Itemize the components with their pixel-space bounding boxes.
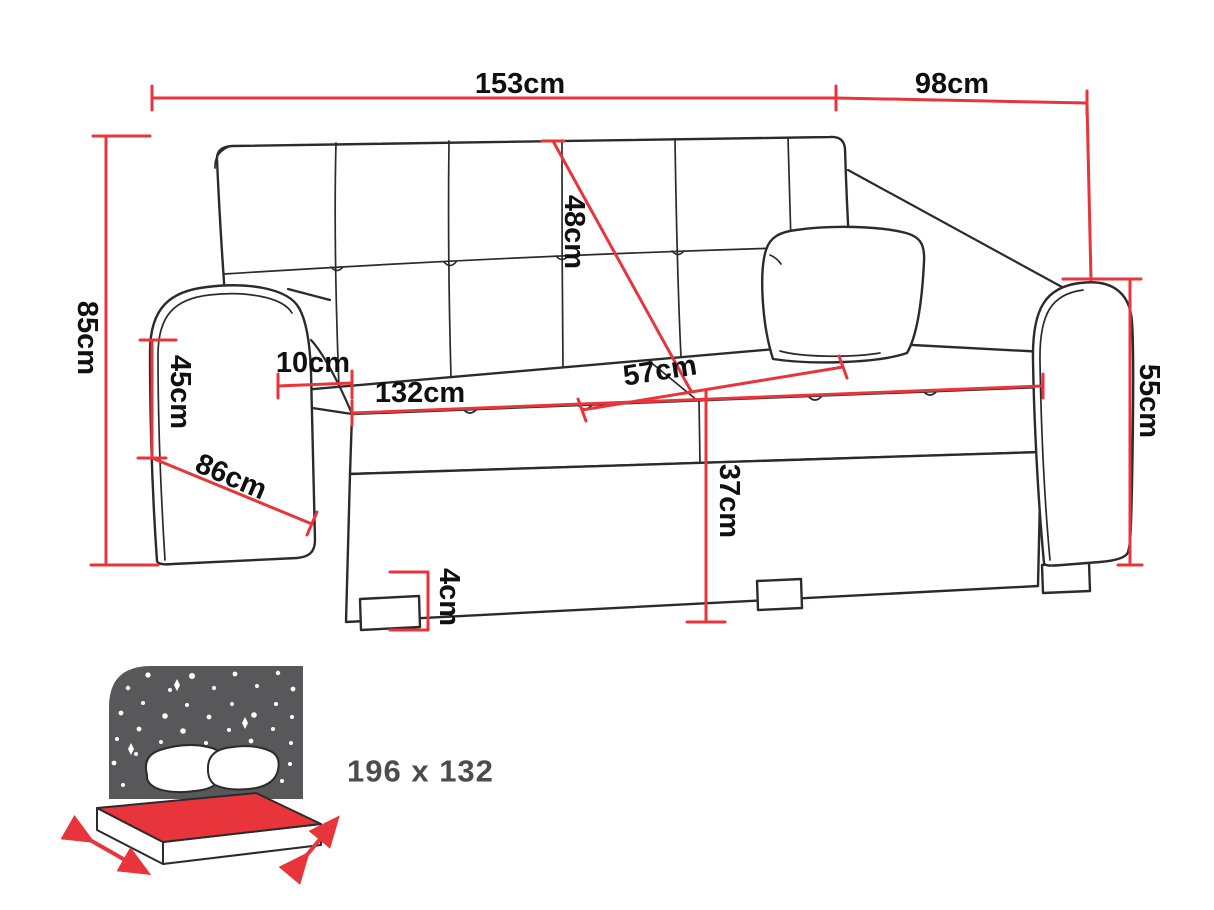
dim-label-side-height: 55cm [1133,364,1165,438]
sleeping-area-bed-icon [60,666,340,885]
bed-icon-stars [111,670,296,787]
dimension-lines [89,84,1144,632]
pillow-crease [779,350,881,358]
dim-line-overall-height [89,134,160,567]
left-armrest [148,284,354,566]
dim-line-leg-height [388,570,430,632]
dim-line-armrest-width [276,369,354,400]
right-armrest [1031,281,1135,567]
dim-label-backrest-height: 48cm [558,195,590,269]
bed-width-arrow [60,814,152,875]
left-armrest-piping [157,292,293,561]
right-armrest-piping [1039,289,1084,561]
right-rear-edge [846,168,1064,289]
bed-icon-pillow [206,745,280,791]
dim-label-seat-height: 37cm [713,464,745,538]
seat-front-seam [698,399,701,464]
bed-length-arrow [278,815,340,885]
dim-label-overall-width: 153cm [475,68,565,100]
sofa-feet [358,560,1092,632]
sofa-foot [358,594,422,632]
left-armrest-inner-edge [309,338,354,416]
sleeping-area-size-label: 196 x 132 [347,754,494,789]
sofa-foot [755,577,804,612]
seat-middle-seam [647,359,699,402]
sofa-drawing [148,135,1135,632]
dim-label-seat-width: 132cm [375,377,465,409]
dim-line-backrest-height [540,139,693,393]
dim-line-side-height [1061,277,1144,567]
dim-line-seat-height [685,389,727,624]
dim-label-overall-height: 85cm [71,301,103,375]
pillow-crease [769,254,782,265]
dim-line-overall-depth [834,89,1093,282]
pillow-outline [761,225,926,364]
sofa-base-panel [344,450,1043,624]
dim-label-leg-height: 4cm [433,568,465,626]
bed-icon-mattress [96,792,322,865]
bed-icon-dimension-arrows [60,814,340,885]
dim-line-seat-width [350,372,1045,427]
dim-line-armrest-depth [150,456,319,537]
backrest-rear-edge [214,145,232,169]
dim-label-overall-depth: 98cm [915,68,989,100]
right-armrest-front [1031,281,1135,567]
sofa-pillow [761,225,926,364]
dim-label-armrest-height: 45cm [164,355,196,429]
dim-label-armrest-width: 10cm [276,347,350,379]
left-armrest-front [148,284,317,566]
